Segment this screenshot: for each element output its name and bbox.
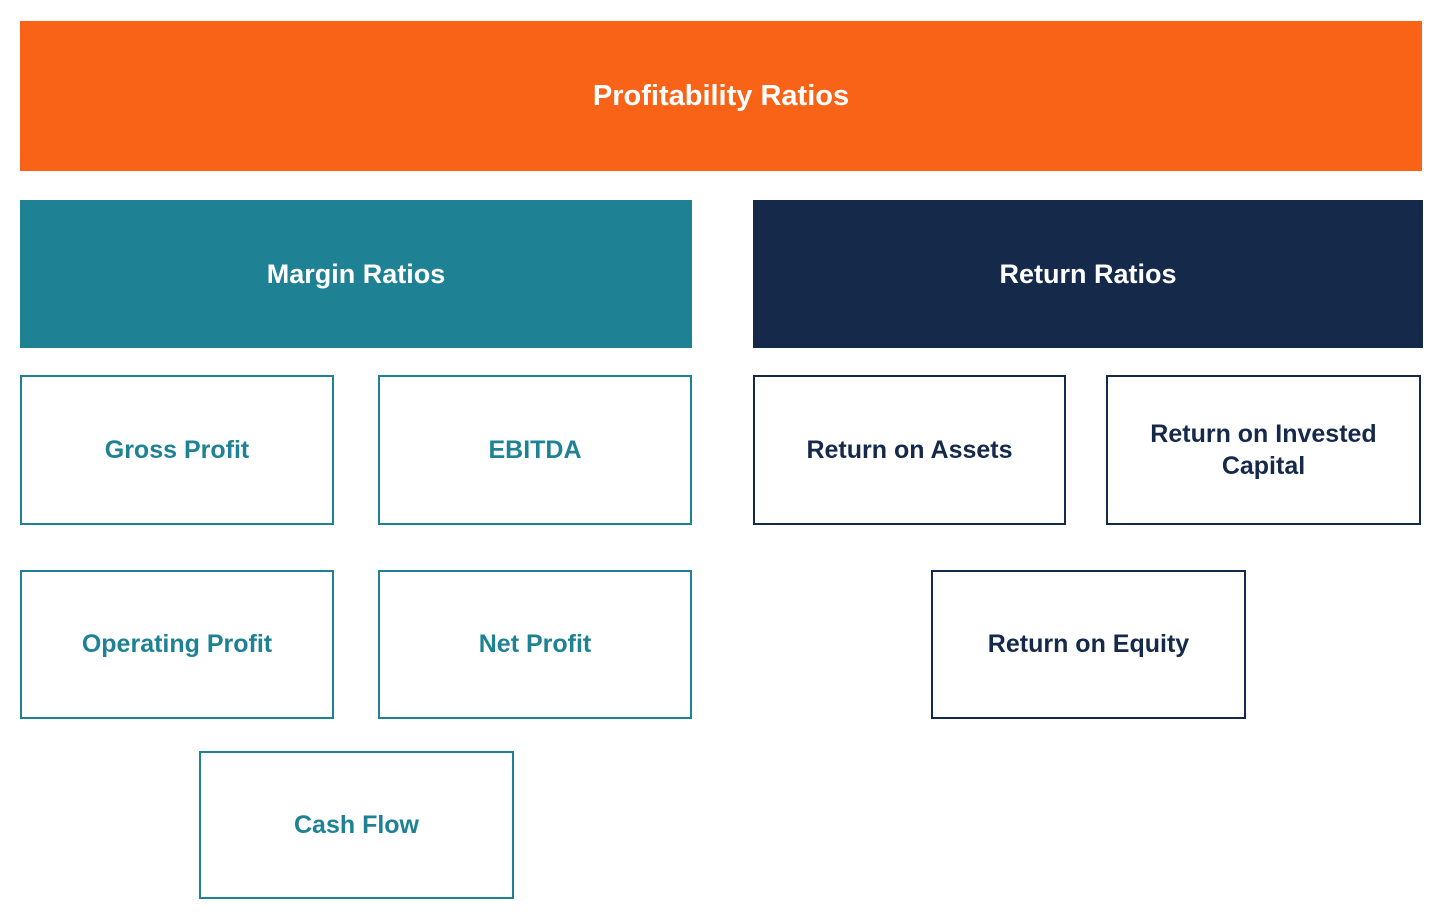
group-header-return-ratios: Return Ratios — [753, 200, 1423, 348]
node-gross-profit-label: Gross Profit — [104, 435, 250, 464]
group-header-return-ratios-label: Return Ratios — [999, 258, 1177, 289]
node-cash-flow: Cash Flow — [199, 751, 514, 899]
diagram-title-label: Profitability Ratios — [592, 79, 850, 112]
node-return-on-invested-capital: Return on Invested Capital — [1106, 375, 1421, 525]
node-return-on-assets: Return on Assets — [753, 375, 1066, 525]
node-net-profit: Net Profit — [378, 570, 692, 719]
group-header-margin-ratios: Margin Ratios — [20, 200, 692, 348]
node-net-profit-label: Net Profit — [478, 630, 592, 659]
node-return-on-equity-label: Return on Equity — [987, 630, 1190, 659]
node-return-on-equity: Return on Equity — [931, 570, 1246, 719]
node-ebitda: EBITDA — [378, 375, 692, 525]
node-operating-profit-label: Operating Profit — [81, 630, 273, 659]
node-operating-profit: Operating Profit — [20, 570, 334, 719]
diagram-title: Profitability Ratios — [20, 21, 1422, 171]
node-return-on-invested-capital-label: Return on Invested Capital — [1150, 419, 1377, 481]
node-return-on-assets-label: Return on Assets — [806, 435, 1013, 464]
node-ebitda-label: EBITDA — [488, 435, 582, 464]
group-header-margin-ratios-label: Margin Ratios — [266, 258, 446, 289]
node-cash-flow-label: Cash Flow — [293, 810, 419, 839]
node-gross-profit: Gross Profit — [20, 375, 334, 525]
